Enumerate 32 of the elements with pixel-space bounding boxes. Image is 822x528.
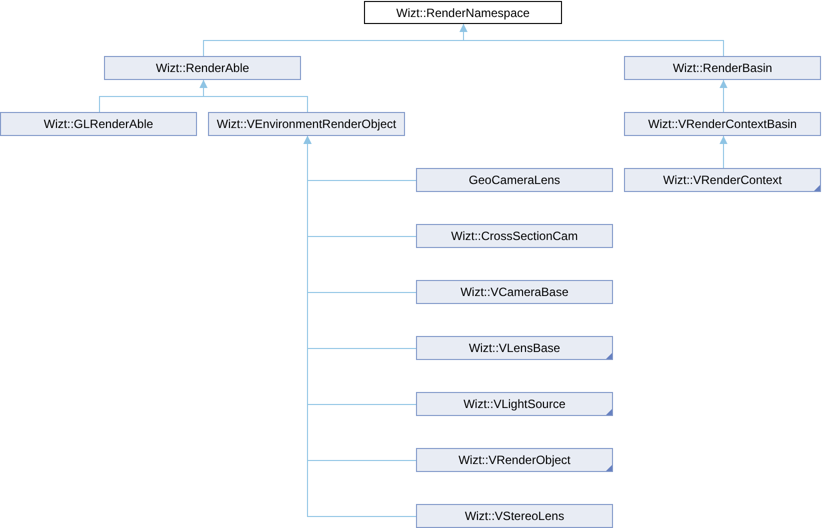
class-name: Wizt::VEnvironmentRenderObject [216,117,396,131]
class-name: Wizt::VCameraBase [460,285,569,299]
class-box [364,1,562,24]
class-box [208,112,405,136]
class-name: Wizt::VRenderContext [663,173,782,187]
class-box [624,56,821,80]
class-box [416,168,613,192]
class-box [416,224,613,248]
class-box [416,392,613,416]
inheritance-arrow [720,136,728,168]
class-name: Wizt::RenderAble [156,61,250,75]
class-name: Wizt::VRenderContextBasin [648,117,797,131]
class-name: Wizt::RenderNamespace [396,6,530,20]
class-box [416,336,613,360]
class-name: GeoCameraLens [468,173,560,187]
class-box [416,448,613,472]
class-box [624,168,821,192]
class-box [624,112,821,136]
class-name: Wizt::CrossSectionCam [451,229,578,243]
class-name: Wizt::GLRenderAble [44,117,154,131]
class-box [104,56,301,80]
class-name: Wizt::VStereoLens [464,509,564,523]
class-name: Wizt::VLensBase [468,341,560,355]
class-box [0,112,197,136]
class-name: Wizt::VLightSource [463,397,566,411]
inheritance-arrow [720,80,728,112]
class-box [416,504,613,528]
inheritance-arrow [460,24,724,56]
class-name: Wizt::VRenderObject [458,453,571,467]
class-name: Wizt::RenderBasin [672,61,772,75]
inheritance-arrow [200,80,308,112]
class-box [416,280,613,304]
